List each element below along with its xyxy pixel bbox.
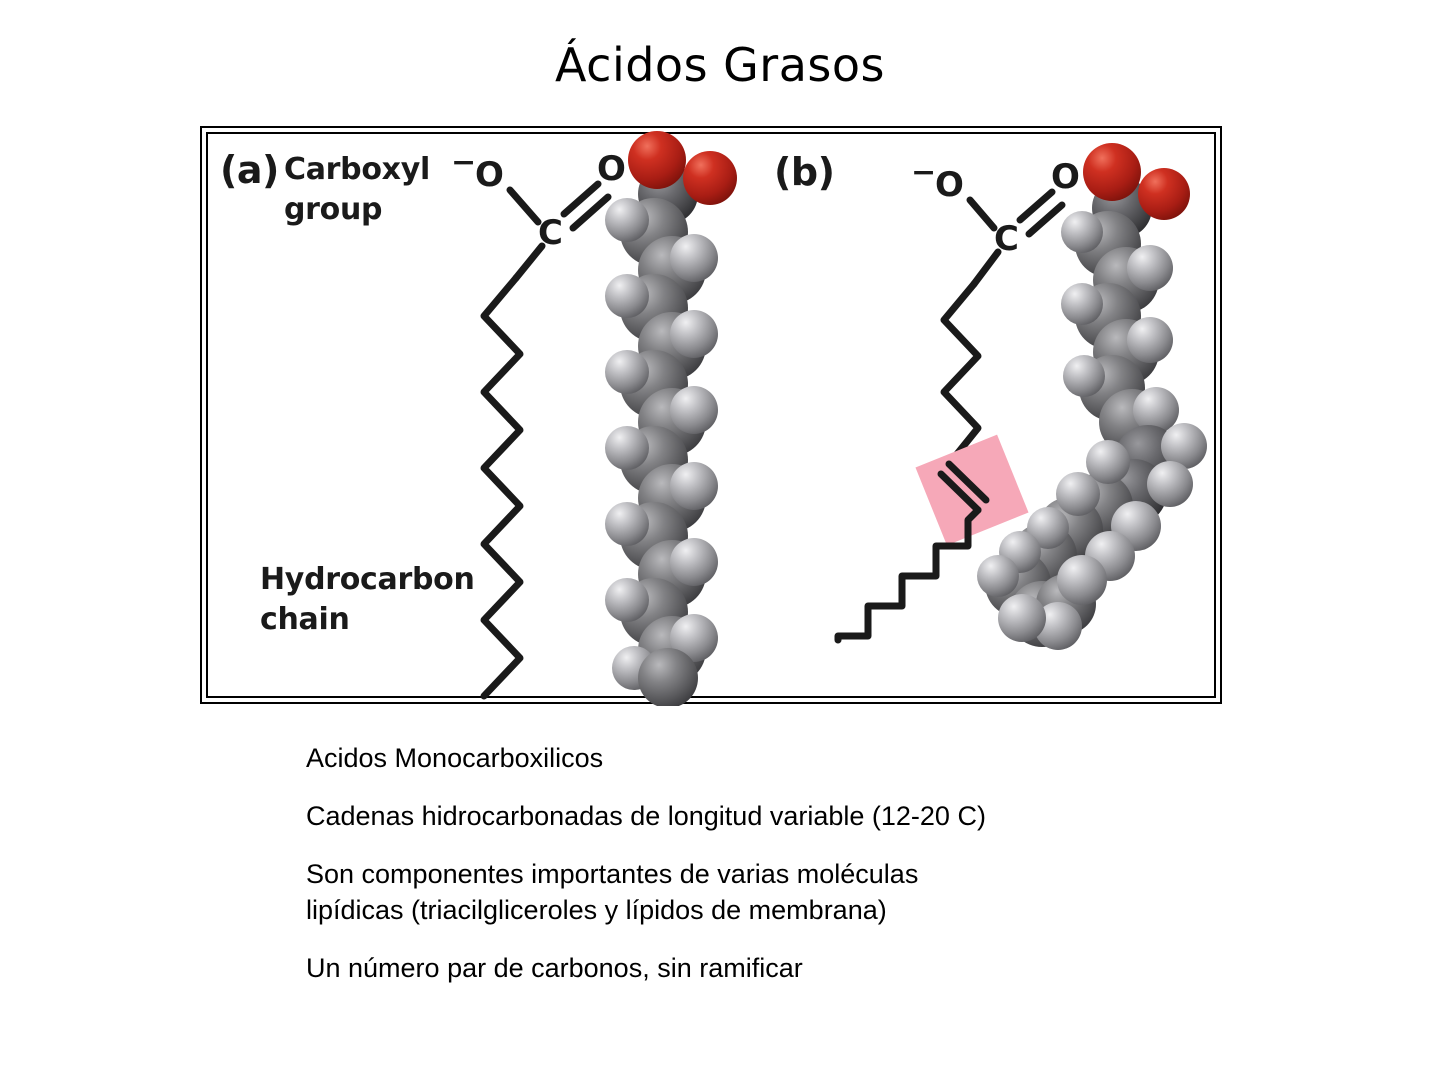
list-item: Acidos Monocarboxilicos (306, 743, 604, 773)
figure-frame: O − C O (200, 126, 1222, 706)
list-item: Un número par de carbonos, sin ramificar (306, 953, 803, 983)
atom-label-o-right: O (597, 149, 626, 189)
atom-label-charge-b: − (911, 155, 936, 190)
panel-a-spacefill-model (605, 131, 737, 706)
panel-a-carboxyl-oxygens (628, 131, 737, 205)
panel-a-atom-labels: O − C O (451, 145, 626, 253)
atom-label-c-b: C (994, 219, 1019, 259)
page-title: Ácidos Grasos (555, 38, 885, 92)
panel-b-skeletal-formula (940, 188, 1066, 468)
panel-b-atom-labels: O − C O (911, 155, 1080, 259)
carboxyl-group-label: Carboxyl group (284, 152, 430, 227)
fatty-acid-diagram: O − C O (451, 131, 1207, 706)
panel-b-carboxyl-oxygens (1083, 143, 1190, 220)
hydrocarbon-chain-label: Hydrocarbon chain (260, 562, 475, 637)
atom-label-c: C (538, 213, 563, 253)
panel-b-cis-bond-and-lower-chain (834, 460, 990, 644)
atom-label-o-left-b: O (935, 165, 964, 205)
list-item: Cadenas hidrocarbonadas de longitud vari… (306, 801, 986, 831)
list-item: Son componentes importantes de varias mo… (306, 859, 919, 925)
panel-a-skeletal-formula (480, 180, 612, 700)
atom-label-charge: − (451, 145, 476, 180)
panel-b-spacefill-model (977, 143, 1207, 650)
atom-label-o-left: O (475, 155, 504, 195)
panel-a-letter: (a) (220, 148, 279, 192)
bullet-list: Acidos Monocarboxilicos Cadenas hidrocar… (306, 740, 1206, 1008)
panel-b-letter: (b) (774, 150, 835, 194)
atom-label-o-right-b: O (1051, 157, 1080, 197)
